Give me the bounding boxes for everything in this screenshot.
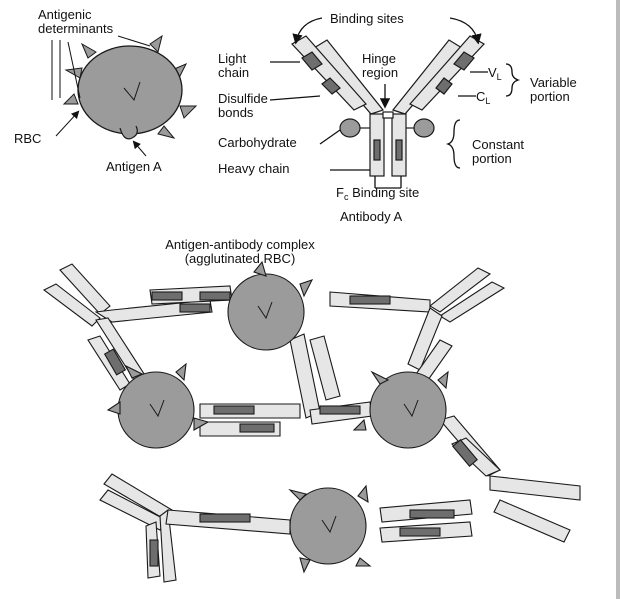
v-l-label: VL xyxy=(488,65,502,83)
antigenic-determinants-label: Antigenic determinants xyxy=(38,7,114,36)
light-chain-label: Light chain xyxy=(218,51,250,80)
antibody-a xyxy=(291,35,485,177)
c-l-label: CL xyxy=(476,89,491,107)
fc-binding-site-label: Fc Binding site xyxy=(336,185,420,203)
disulfide-bonds-label: Disulfide bonds xyxy=(218,91,268,120)
constant-portion-label: Constant portion xyxy=(472,137,525,166)
carbohydrate-label: Carbohydrate xyxy=(218,135,297,150)
antigen-a-shape xyxy=(119,125,138,140)
rbc-cell-1 xyxy=(227,273,305,351)
page-edge xyxy=(616,0,620,599)
variable-portion-label: Variable portion xyxy=(530,75,577,104)
agglutination-complex xyxy=(42,260,581,583)
hinge-region-label: Hinge region xyxy=(362,51,399,80)
antigen-a-label: Antigen A xyxy=(106,159,162,174)
rbc-label: RBC xyxy=(14,131,42,146)
rbc-cell-2 xyxy=(117,371,195,449)
rbc-cell-top xyxy=(62,34,198,140)
heavy-chain-label: Heavy chain xyxy=(218,161,290,176)
complex-title: Antigen-antibody complex (agglutinated R… xyxy=(165,237,315,266)
rbc-cell-4 xyxy=(289,487,367,565)
antibody-a-label: Antibody A xyxy=(340,209,403,224)
binding-sites-label: Binding sites xyxy=(330,11,404,26)
